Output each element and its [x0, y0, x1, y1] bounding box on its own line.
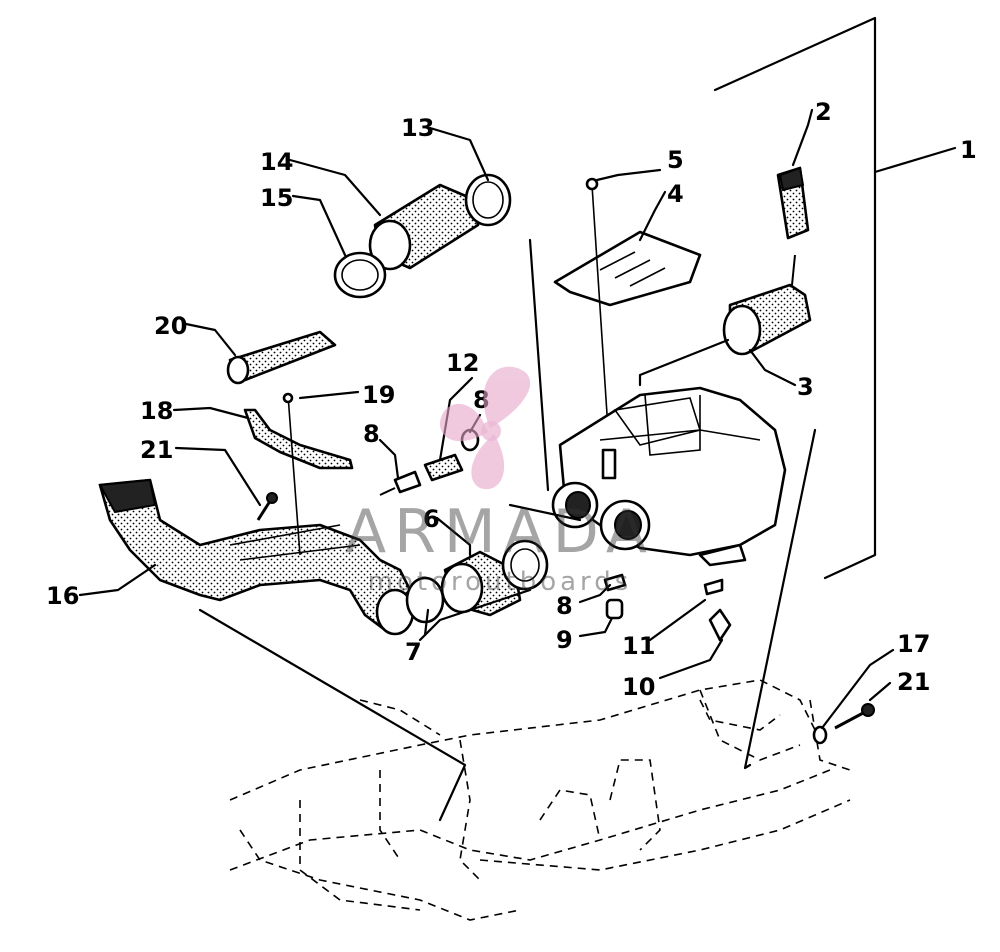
chassis-frame [229, 679, 851, 921]
callout-20: 20 [154, 312, 187, 340]
washer-17 [812, 725, 828, 745]
callout-18: 18 [140, 397, 173, 425]
fastener-10 [708, 608, 732, 642]
callout-4: 4 [667, 180, 684, 208]
propeller-logo-icon [439, 366, 531, 490]
callout-5: 5 [667, 146, 684, 174]
fitting-12 [423, 453, 464, 482]
callout-17: 17 [897, 630, 930, 658]
filter-element-3 [722, 283, 812, 356]
hose-20 [226, 330, 337, 385]
callout-2: 2 [815, 98, 832, 126]
callout-15: 15 [260, 184, 293, 212]
callout-6: 6 [423, 505, 440, 533]
watermark-tagline: motoroutboards [368, 567, 633, 597]
clamp-15 [333, 251, 387, 299]
callout-9: 9 [556, 626, 573, 654]
callout-11: 11 [622, 632, 655, 660]
callout-16: 16 [46, 582, 79, 610]
callout-12: 12 [446, 349, 479, 377]
watermark: ARMADA motoroutboards [345, 366, 655, 597]
screw-21-right [834, 703, 875, 730]
callout-7: 7 [405, 638, 422, 666]
fitting-8-left [379, 470, 422, 496]
clamp-7 [405, 539, 549, 624]
callout-21-left: 21 [140, 436, 173, 464]
screw-21-left [256, 492, 278, 521]
callout-13: 13 [401, 114, 434, 142]
callout-14: 14 [260, 148, 293, 176]
filter-tube-14 [368, 183, 480, 271]
clamp-13 [464, 173, 512, 227]
leader-lines [78, 16, 957, 822]
air-box [551, 386, 787, 567]
callout-19: 19 [362, 381, 395, 409]
callout-3: 3 [797, 373, 814, 401]
callout-1: 1 [960, 136, 977, 164]
callout-8-left: 8 [363, 420, 380, 448]
clip-11 [703, 578, 724, 596]
callout-21-right: 21 [897, 668, 930, 696]
rod-19 [282, 392, 301, 556]
callout-labels: 1 2 3 4 5 6 7 8 8 8 9 10 11 12 13 14 15 … [46, 98, 977, 701]
cover-4 [553, 230, 702, 307]
grommet-9 [605, 598, 624, 620]
strap-18 [243, 408, 354, 470]
fastener-2 [776, 166, 810, 286]
callout-10: 10 [622, 673, 655, 701]
callout-8-lower: 8 [556, 592, 573, 620]
watermark-brand: ARMADA [345, 497, 655, 567]
